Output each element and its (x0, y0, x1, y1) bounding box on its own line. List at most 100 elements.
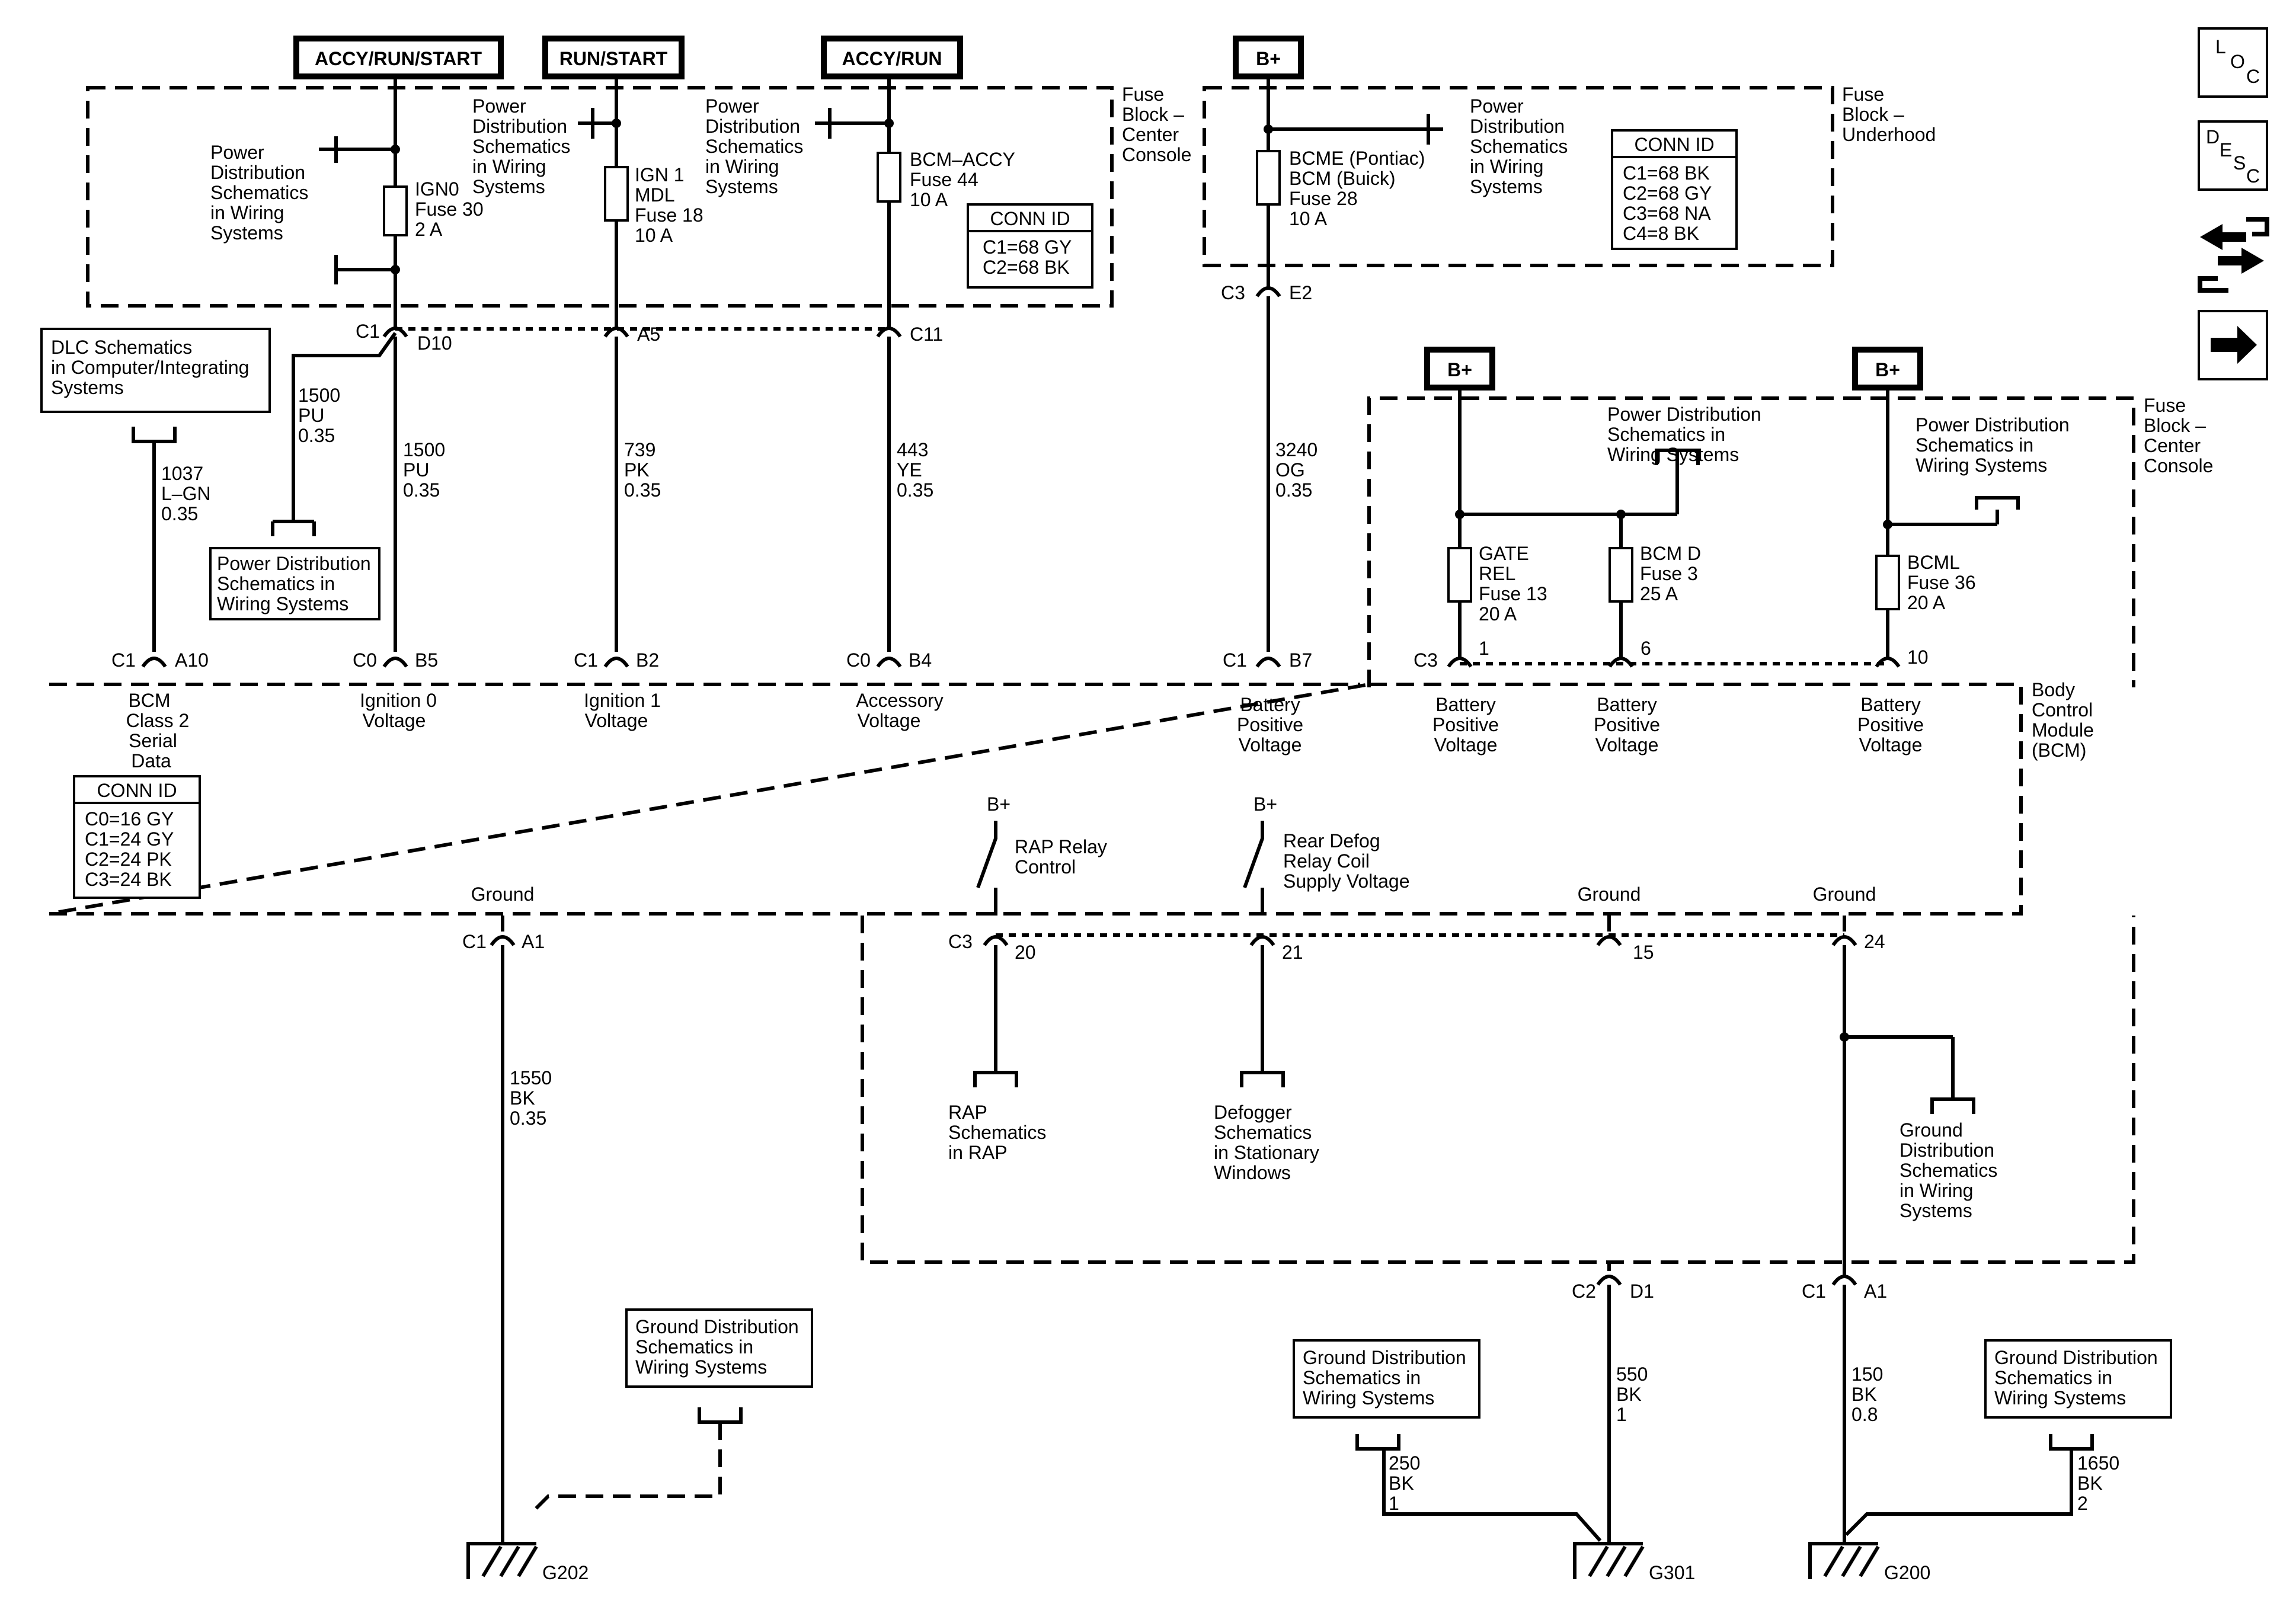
fuse-block-center-label-top: Fuse Block – Center Console (1122, 84, 1191, 165)
svg-text:Power Distribution: Power Distribution (217, 553, 371, 574)
svg-text:C3=68 NA: C3=68 NA (1623, 203, 1711, 224)
svg-text:L: L (2215, 36, 2226, 57)
svg-text:C11: C11 (910, 324, 943, 345)
fuse-block-center-console-top (86, 86, 1114, 308)
connector-disconnect-icon[interactable] (2198, 217, 2269, 293)
svg-text:20 A: 20 A (1479, 603, 1517, 625)
svg-text:2: 2 (2077, 1493, 2088, 1514)
svg-text:0.35: 0.35 (298, 425, 335, 446)
svg-text:Voltage: Voltage (585, 710, 648, 731)
svg-text:Schematics in: Schematics in (635, 1336, 753, 1358)
bcml-fuse-symbol (1875, 555, 1900, 610)
connector-a5: A5 (603, 324, 660, 345)
svg-text:L–GN: L–GN (161, 483, 211, 504)
loc-icon[interactable]: L O C (2198, 27, 2268, 98)
svg-text:GATE: GATE (1479, 543, 1529, 564)
fuse-label-ign1: IGN 1 MDL Fuse 18 10 A (635, 164, 703, 246)
svg-text:Supply Voltage: Supply Voltage (1283, 870, 1410, 892)
svg-text:Systems: Systems (210, 222, 283, 244)
svg-text:0.35: 0.35 (403, 479, 440, 501)
pwr-dist-label-gate: Power Distribution Schematics in Wiring … (1607, 404, 1761, 465)
svg-text:Battery: Battery (1435, 694, 1495, 715)
svg-text:C3: C3 (948, 931, 973, 952)
bcm-connector-24: 24 (1831, 916, 1885, 952)
svg-text:Wiring Systems: Wiring Systems (217, 593, 348, 614)
svg-text:1: 1 (1389, 1493, 1399, 1514)
svg-text:Fuse 36: Fuse 36 (1907, 572, 1976, 593)
bcm-connector-10: 10 (1875, 646, 1929, 668)
connector-e2: C3 E2 (1221, 282, 1312, 303)
svg-text:C1=24 GY: C1=24 GY (85, 828, 174, 850)
svg-text:BK: BK (1616, 1384, 1642, 1405)
svg-text:Schematics: Schematics (210, 182, 308, 203)
svg-text:B4: B4 (909, 649, 932, 671)
svg-text:Positive: Positive (1432, 714, 1499, 735)
svg-text:24: 24 (1864, 931, 1885, 952)
pwr-dist-label-ign0: Power Distribution Schematics in Wiring … (210, 142, 308, 244)
wire-label-1500: 1500 PU 0.35 (403, 439, 445, 501)
svg-text:Schematics: Schematics (948, 1122, 1046, 1143)
svg-text:B+: B+ (1875, 359, 1900, 380)
svg-text:Schematics in: Schematics in (217, 573, 335, 594)
svg-text:MDL: MDL (635, 184, 675, 206)
pwr-dist-label-underhood: Power Distribution Schematics in Wiring … (1470, 95, 1568, 197)
fuse-label-ign0: IGN0 Fuse 30 2 A (415, 178, 484, 240)
svg-text:Rear Defog: Rear Defog (1283, 830, 1380, 852)
gnd-dist-box-g301: Ground Distribution Schematics in Wiring… (1293, 1339, 1480, 1419)
svg-text:CONN ID: CONN ID (990, 208, 1070, 229)
svg-text:0.35: 0.35 (510, 1108, 546, 1129)
ground-g202-symbol: G202 (466, 1514, 589, 1583)
svg-text:739: 739 (624, 439, 655, 460)
next-arrow-icon[interactable] (2198, 310, 2268, 380)
svg-text:PU: PU (403, 459, 429, 481)
svg-text:Distribution: Distribution (705, 116, 800, 137)
svg-text:Voltage: Voltage (1434, 734, 1498, 756)
svg-text:Fuse 13: Fuse 13 (1479, 583, 1547, 604)
bcm-connector-a10: C1 A10 (111, 649, 209, 671)
svg-text:25 A: 25 A (1640, 583, 1678, 604)
svg-text:Ground Distribution: Ground Distribution (635, 1316, 799, 1337)
svg-text:in Wiring: in Wiring (705, 156, 779, 177)
pwr-dist-bracket-ign0 (319, 136, 338, 163)
conn-id-underhood: CONN ID C1=68 BK C2=68 GY C3=68 NA C4=8 … (1611, 129, 1738, 250)
bcm-connector-ground-a1: C1 A1 (462, 916, 545, 952)
svg-text:Schematics: Schematics (1900, 1160, 1997, 1181)
svg-text:Accessory: Accessory (856, 690, 944, 711)
svg-text:Distribution: Distribution (1470, 116, 1565, 137)
svg-text:BCML: BCML (1907, 552, 1960, 573)
svg-text:Wiring Systems: Wiring Systems (635, 1356, 767, 1378)
svg-text:Fuse 30: Fuse 30 (415, 199, 484, 220)
svg-text:B7: B7 (1289, 649, 1312, 671)
svg-text:Systems: Systems (1470, 176, 1543, 197)
conn-id-bcm: CONN ID C0=16 GY C1=24 GY C2=24 PK C3=24… (73, 775, 201, 899)
bcm-connector-21: 21 (1249, 935, 1303, 963)
fuse-block-center-label-right: Fuse Block – Center Console (2144, 395, 2213, 476)
svg-text:Underhood: Underhood (1842, 124, 1936, 145)
svg-text:C0: C0 (846, 649, 871, 671)
svg-text:CONN ID: CONN ID (1634, 134, 1714, 155)
desc-icon[interactable]: D E S C (2198, 120, 2268, 191)
svg-text:Power: Power (210, 142, 264, 163)
svg-text:in Computer/Integrating: in Computer/Integrating (51, 357, 249, 378)
svg-text:Ground: Ground (1900, 1119, 1963, 1141)
svg-text:Fuse: Fuse (1842, 84, 1884, 105)
svg-text:O: O (2230, 51, 2245, 72)
bcm-connector-20: C3 20 (948, 931, 1036, 963)
bcm-pin-battery-b7: Battery Positive Voltage (1237, 694, 1303, 756)
svg-text:Class 2: Class 2 (126, 710, 190, 731)
svg-text:Power: Power (472, 95, 526, 117)
run-start-label: RUN/START (559, 48, 668, 69)
fuse-label-bcml: BCML Fuse 36 20 A (1907, 552, 1976, 613)
svg-text:C1: C1 (462, 931, 487, 952)
accy-run-label: ACCY/RUN (842, 48, 942, 69)
connector-d1: C2 D1 (1572, 1262, 1654, 1302)
svg-text:443: 443 (897, 439, 928, 460)
svg-text:Voltage: Voltage (1595, 734, 1659, 756)
gnd-dist-box-g202: Ground Distribution Schematics in Wiring… (625, 1308, 813, 1388)
svg-text:Ground Distribution: Ground Distribution (1303, 1347, 1466, 1368)
svg-text:E2: E2 (1289, 282, 1312, 303)
svg-text:D10: D10 (417, 332, 452, 354)
svg-text:BK: BK (2077, 1473, 2103, 1494)
ground-g301-symbol: G301 (1573, 1542, 1695, 1583)
pwr-dist-label-bcm-accy: Power Distribution Schematics in Wiring … (705, 95, 803, 197)
